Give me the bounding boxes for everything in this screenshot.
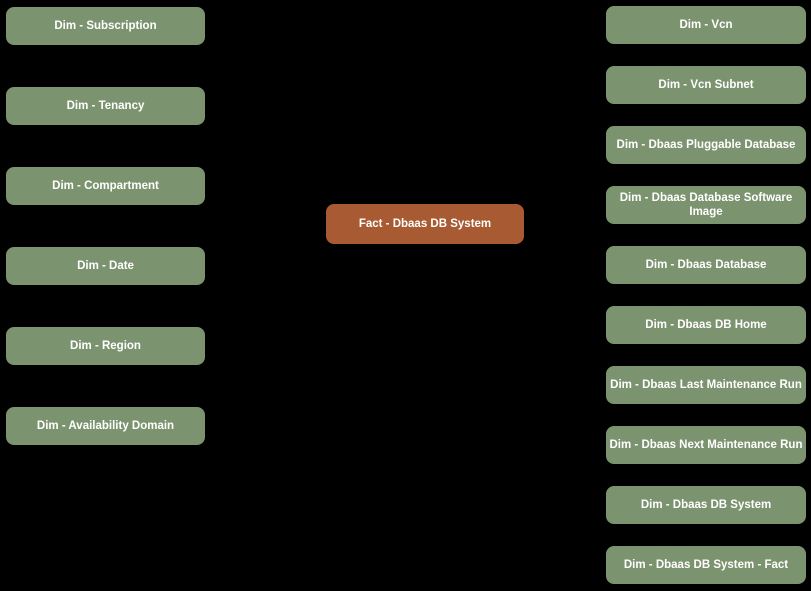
dim-node-availability-domain[interactable]: Dim - Availability Domain — [6, 407, 205, 445]
right-dimension-column: Dim - Vcn Dim - Vcn Subnet Dim - Dbaas P… — [606, 6, 806, 584]
dim-node-dbaas-next-maintenance-run[interactable]: Dim - Dbaas Next Maintenance Run — [606, 426, 806, 464]
dim-node-compartment[interactable]: Dim - Compartment — [6, 167, 205, 205]
dim-node-dbaas-database[interactable]: Dim - Dbaas Database — [606, 246, 806, 284]
dim-node-subscription[interactable]: Dim - Subscription — [6, 7, 205, 45]
left-dimension-column: Dim - Subscription Dim - Tenancy Dim - C… — [6, 7, 205, 445]
dim-node-vcn[interactable]: Dim - Vcn — [606, 6, 806, 44]
fact-node-dbaas-db-system[interactable]: Fact - Dbaas DB System — [326, 204, 524, 244]
dim-node-dbaas-last-maintenance-run[interactable]: Dim - Dbaas Last Maintenance Run — [606, 366, 806, 404]
dim-node-vcn-subnet[interactable]: Dim - Vcn Subnet — [606, 66, 806, 104]
dim-node-dbaas-db-system-fact[interactable]: Dim - Dbaas DB System - Fact — [606, 546, 806, 584]
dim-node-region[interactable]: Dim - Region — [6, 327, 205, 365]
dim-node-dbaas-db-home[interactable]: Dim - Dbaas DB Home — [606, 306, 806, 344]
dim-node-dbaas-db-system[interactable]: Dim - Dbaas DB System — [606, 486, 806, 524]
dim-node-dbaas-pluggable-database[interactable]: Dim - Dbaas Pluggable Database — [606, 126, 806, 164]
dim-node-dbaas-database-software-image[interactable]: Dim - Dbaas Database Software Image — [606, 186, 806, 224]
dim-node-date[interactable]: Dim - Date — [6, 247, 205, 285]
dim-node-tenancy[interactable]: Dim - Tenancy — [6, 87, 205, 125]
